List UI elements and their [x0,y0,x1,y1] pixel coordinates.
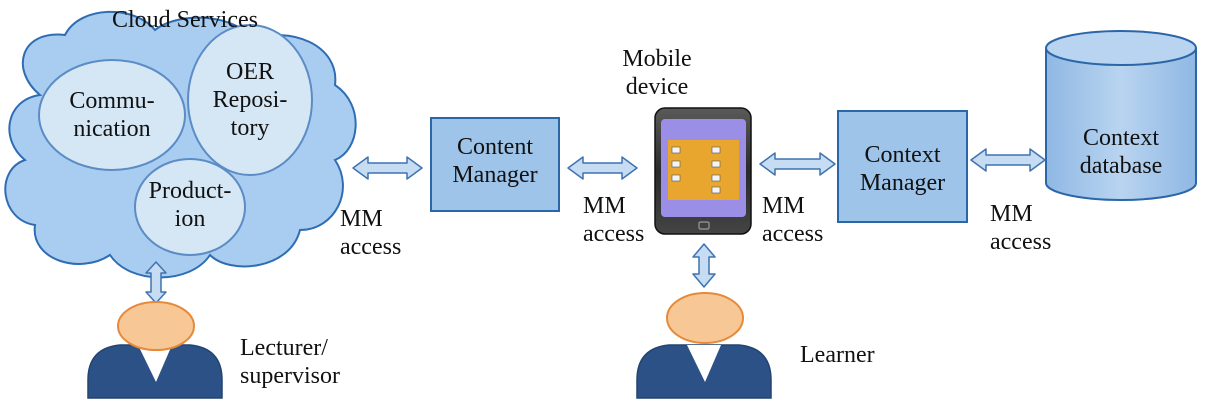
mm-access-label-1: MM access [340,206,402,260]
device-context-manager-arrow [759,152,836,176]
lecturer-label: Lecturer/ supervisor [240,335,340,389]
content-manager-box [430,117,560,212]
oer-repository-label: OER Reposi- tory [212,59,288,141]
mm-access-label-3: MM access [762,193,824,247]
mm-access-label-4: MM access [990,201,1052,255]
context-database-cylinder [1045,30,1197,201]
device-learner-arrow [692,243,716,288]
context-manager-label: Context Manager [859,142,946,196]
context-database-label: Context database [1079,125,1163,179]
context-manager-box [837,110,968,223]
oer-repository-bubble [187,24,313,176]
learner-label: Learner [800,342,875,368]
mm-access-label-2: MM access [583,193,645,247]
content-manager-label: Content Manager [452,134,538,188]
content-manager-device-arrow [567,156,638,180]
production-bubble [134,158,246,256]
mobile-device-icon [654,107,752,235]
production-label: Product- ion [148,178,232,232]
cloud-services-title: Cloud Services [112,7,258,33]
context-manager-database-arrow [970,148,1046,172]
lecturer-figure [87,301,223,399]
learner-figure [636,292,772,399]
communication-label: Commu- nication [69,88,155,142]
mobile-device-label: Mobile device [622,46,692,100]
cloud-content-manager-arrow [352,156,423,180]
communication-bubble [38,59,186,171]
